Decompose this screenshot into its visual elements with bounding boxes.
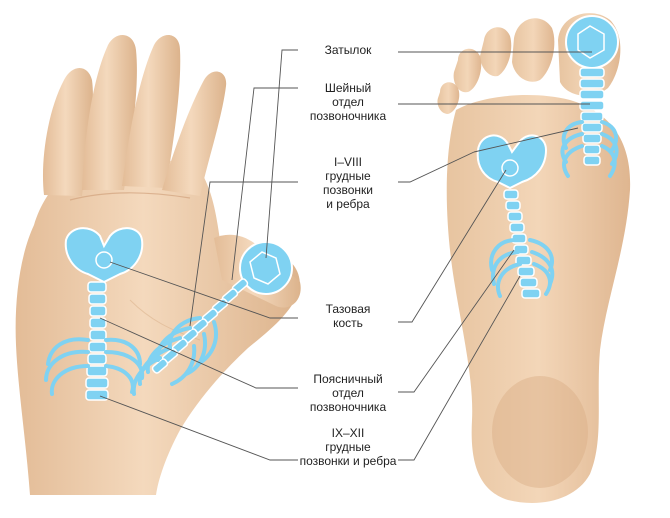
- label-cervical-line3: позвоночника: [300, 109, 396, 123]
- label-lumbar-line2: отдел: [300, 386, 396, 400]
- hand-palm: [16, 160, 300, 495]
- toe-second: [512, 18, 554, 82]
- label-pelvis-line1: Тазовая: [300, 302, 396, 316]
- label-occiput-line1: Затылок: [300, 43, 396, 57]
- label-cervical-line1: Шейный: [300, 81, 396, 95]
- label-thoracic-upper-line2: грудные: [300, 169, 396, 183]
- hand: [16, 35, 301, 495]
- label-occiput: Затылок: [300, 43, 396, 57]
- label-pelvis: Тазовая кость: [300, 302, 396, 330]
- label-thoracic-upper: I–VIII грудные позвонки и ребра: [300, 155, 396, 211]
- label-cervical-line2: отдел: [300, 95, 396, 109]
- label-thoracic-lower: IX–XII грудные позвонки и ребра: [282, 426, 414, 468]
- label-thoracic-lower-line2: грудные: [282, 440, 414, 454]
- label-lumbar-line3: позвоночника: [300, 400, 396, 414]
- label-thoracic-lower-line1: IX–XII: [282, 426, 414, 440]
- label-thoracic-upper-line1: I–VIII: [300, 155, 396, 169]
- label-cervical: Шейный отдел позвоночника: [300, 81, 396, 123]
- foot: [437, 13, 630, 503]
- hand-skull: [240, 242, 292, 294]
- foot-skull: [566, 16, 618, 68]
- label-thoracic-lower-line3: позвонки и ребра: [282, 454, 414, 468]
- toe-little: [437, 82, 459, 114]
- label-pelvis-line2: кость: [300, 316, 396, 330]
- label-thoracic-upper-line3: позвонки: [300, 183, 396, 197]
- label-lumbar: Поясничный отдел позвоночника: [300, 372, 396, 414]
- toe-fourth: [454, 49, 482, 92]
- leader-occiput: [266, 50, 298, 258]
- label-thoracic-upper-line4: и ребра: [300, 197, 396, 211]
- label-lumbar-line1: Поясничный: [300, 372, 396, 386]
